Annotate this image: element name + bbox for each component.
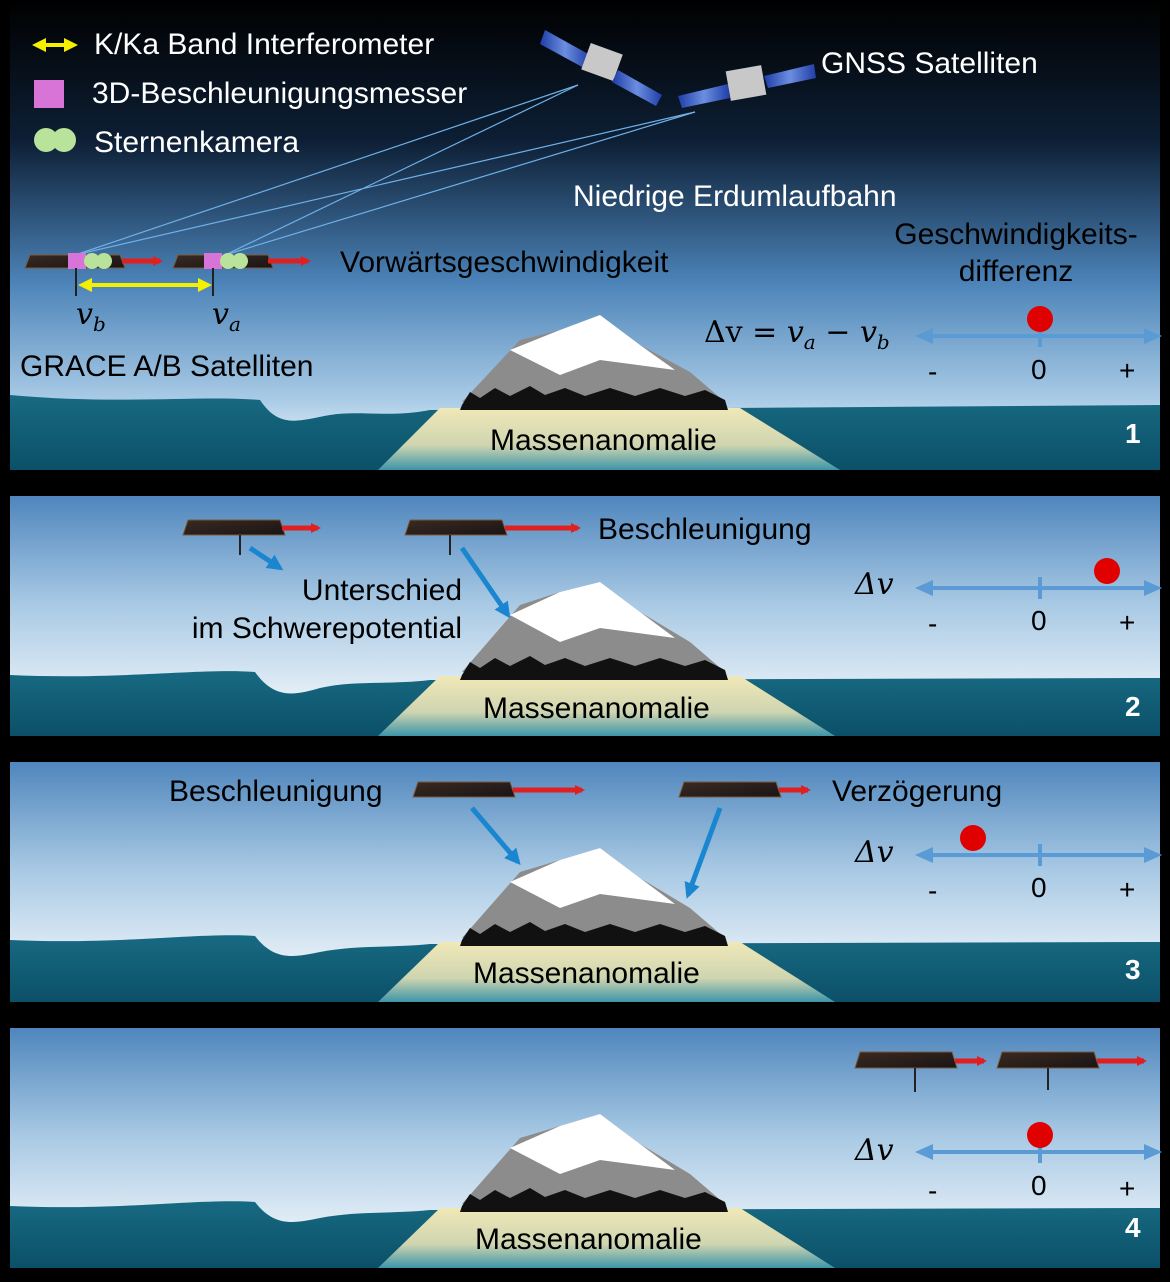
- panel-4-scale-zero: 0: [1031, 1170, 1047, 1201]
- legend-star-camera-label: Sternenkamera: [94, 126, 300, 159]
- panel-2-number: 2: [1125, 691, 1141, 722]
- panel-2-mass-label: Massenanomalie: [483, 692, 710, 725]
- panel-1-delta-v-dot: [1027, 306, 1053, 332]
- gnss-label: GNSS Satelliten: [821, 47, 1038, 80]
- gnss-signal-lines: [74, 84, 696, 256]
- legend-accelerometer-label: 3D-Beschleunigungsmesser: [92, 77, 468, 110]
- panel-3-scale-plus: +: [1119, 874, 1136, 905]
- forward-velocity-label: Vorwärtsgeschwindigkeit: [340, 246, 669, 279]
- velocity-difference-label-line1: Geschwindigkeits-: [894, 218, 1138, 251]
- panel-3-satellite-left: [412, 781, 585, 866]
- panel-2-axis-left-head: [915, 580, 933, 596]
- panel-1-mass-label: Massenanomalie: [490, 424, 717, 457]
- panel-4-mountain: [460, 1114, 728, 1212]
- panel-2: [10, 496, 1160, 736]
- panel-2-scale-minus: -: [928, 608, 938, 639]
- panel-4-axis-left-head: [915, 1144, 933, 1160]
- panel-3-delta-v-label: Δv: [855, 835, 894, 870]
- panel-3-land: [378, 942, 835, 1002]
- grace-satellites-label: GRACE A/B Satelliten: [20, 350, 314, 383]
- panel-2-scale-plus: +: [1119, 607, 1136, 638]
- gravity-difference-label-line1: Unterschied: [301, 574, 462, 607]
- gravity-difference-label-line2: im Schwerepotential: [191, 612, 462, 645]
- panel-3-deceleration-label: Verzögerung: [832, 775, 1003, 808]
- panel-1-mountain: [460, 315, 728, 410]
- panel-2-land: [378, 676, 835, 736]
- panel-4-delta-v-label: Δv: [855, 1133, 894, 1168]
- panel-4-scale-minus: -: [928, 1175, 938, 1206]
- green-circles-icon: [34, 128, 76, 152]
- panel-1-scale-zero: 0: [1031, 354, 1047, 385]
- panel-4-delta-v-dot: [1027, 1122, 1053, 1148]
- panel-1-number: 1: [1125, 418, 1141, 449]
- panel-2-scale-zero: 0: [1031, 605, 1047, 636]
- velocity-difference-label-line2: differenz: [958, 255, 1074, 288]
- panel-1-scale-minus: -: [928, 356, 938, 387]
- panel-3-delta-v-dot: [960, 825, 986, 851]
- panel-3-axis-left-head: [915, 847, 933, 863]
- panel-2-satellite-a: [404, 519, 581, 619]
- va-label: va: [212, 297, 241, 336]
- panel-1: [10, 0, 1160, 470]
- panel-4: [10, 1028, 1160, 1268]
- panel-3-scale-minus: -: [928, 875, 938, 906]
- panel-4-satellite-b: [854, 1051, 987, 1092]
- delta-v-scales: [915, 306, 1162, 1163]
- panel-1-axis-left-head: [915, 328, 933, 344]
- delta-v-formula: Δv = va − vb: [704, 315, 890, 354]
- panel-2-mountain: [460, 582, 728, 680]
- panel-3-mass-label: Massenanomalie: [473, 957, 700, 990]
- panel-4-land: [378, 1208, 835, 1268]
- vb-label: vb: [76, 297, 106, 336]
- panel-2-satellite-b: [182, 519, 321, 571]
- grace-a-satellite: [172, 253, 311, 296]
- magenta-square-icon: [34, 80, 64, 108]
- panel-4-scale-plus: +: [1119, 1173, 1136, 1204]
- panel-2-delta-v-dot: [1094, 558, 1120, 584]
- panel-3-satellite-right: [678, 781, 811, 899]
- orbit-label: Niedrige Erdumlaufbahn: [573, 180, 897, 213]
- panel-3-number: 3: [1125, 954, 1141, 985]
- gnss-satellite-right: [678, 64, 816, 108]
- panel-4-satellite-a: [996, 1051, 1147, 1090]
- legend-interferometer-label: K/Ka Band Interferometer: [94, 28, 435, 61]
- gnss-satellite-left: [540, 30, 662, 106]
- panel-3-acceleration-label: Beschleunigung: [169, 775, 383, 808]
- panel-2-acceleration-label: Beschleunigung: [598, 513, 812, 546]
- panel-2-delta-v-label: Δv: [855, 567, 894, 602]
- panel-3: [10, 762, 1160, 1002]
- panel-1-scale-plus: +: [1119, 355, 1136, 386]
- panel-4-mass-label: Massenanomalie: [475, 1223, 702, 1256]
- grace-b-satellite: [24, 253, 163, 296]
- panel-1-land: [378, 408, 840, 470]
- panel-3-scale-zero: 0: [1031, 872, 1047, 903]
- panel-4-number: 4: [1125, 1212, 1141, 1243]
- panel-3-mountain: [460, 848, 728, 946]
